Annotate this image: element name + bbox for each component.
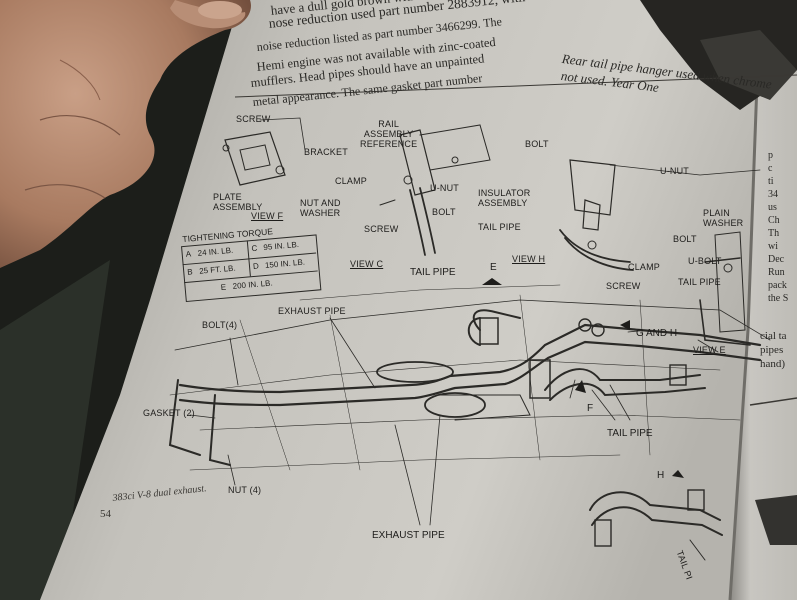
right-line-3: ti [768, 176, 774, 187]
label-e-bolt: BOLT [525, 139, 549, 149]
right-bottom-line-2: pipes [760, 344, 784, 356]
label-g-and-h: G AND H [636, 328, 678, 339]
torque-key-e: E [220, 282, 227, 292]
label-view-e: VIEW E [693, 345, 726, 355]
section-rule [234, 74, 797, 98]
diagram-arrows [482, 278, 684, 478]
label-nut-and-washer: NUT AND WASHER [300, 198, 341, 218]
label-u-nut-c: U-NUT [430, 183, 459, 193]
label-bracket: BRACKET [304, 147, 348, 157]
right-page [730, 0, 797, 600]
label-h: H [657, 470, 665, 481]
label-gasket-2: GASKET (2) [143, 408, 195, 418]
label-f: F [587, 403, 594, 414]
label-view-h: VIEW H [512, 254, 546, 264]
torque-key-d: D [252, 261, 260, 272]
right-line-9: Dec [768, 254, 785, 265]
torque-key-c: C [251, 243, 258, 254]
label-view-f: VIEW F [251, 211, 284, 221]
label-plain-washer: PLAIN WASHER [703, 208, 744, 228]
right-line-1: p [768, 150, 773, 161]
label-u-bolt: U-BOLT [688, 256, 722, 266]
right-line-11: pack [768, 280, 787, 291]
label-exhaust-pipe-top: EXHAUST PIPE [278, 306, 346, 316]
photo-inset-detail [700, 30, 797, 100]
torque-key-a: A [185, 249, 192, 259]
torque-table: TIGHTENING TORQUE A 24 IN. LB. C 95 IN. … [172, 222, 324, 304]
label-tail-pipe-low: TAIL PIPE [607, 428, 653, 439]
label-tail-pipe-c: TAIL PIPE [478, 222, 521, 232]
right-column-bottom-text: cial ta pipes hand) [760, 330, 797, 370]
right-line-8: wi [768, 241, 778, 252]
label-clamp-h: CLAMP [628, 262, 661, 272]
right-bottom-line-1: cial ta [760, 330, 787, 342]
label-tail-pipe-mid: TAIL PIPE [410, 267, 456, 278]
exhaust-diagram [168, 117, 771, 561]
page-gutter [728, 0, 762, 600]
label-rail-assembly: RAIL ASSEMBLY REFERENCE [360, 119, 418, 149]
page-number: 54 [100, 508, 111, 520]
label-view-c: VIEW C [350, 259, 384, 269]
label-screw-h: SCREW [606, 281, 641, 291]
label-tail-pipe-h: TAIL PIPE [678, 277, 721, 287]
right-line-5: us [768, 202, 777, 213]
label-e-arrow: E [490, 262, 497, 273]
right-line-10: Run [768, 267, 785, 278]
label-nut-4: NUT (4) [228, 485, 262, 495]
label-plate-assembly: PLATE ASSEMBLY [213, 192, 263, 212]
hand [0, 0, 251, 268]
torque-key-b: B [186, 267, 194, 277]
right-line-7: Th [768, 228, 780, 239]
label-bolt-h: BOLT [673, 234, 697, 244]
label-screw-a: SCREW [236, 114, 271, 124]
photo-inset-bottom [755, 495, 797, 545]
right-column-text: p c ti 34 us Ch Th wi Dec Run pack the S [768, 150, 797, 304]
label-u-nut-h: U-NUT [660, 166, 689, 176]
book-page [40, 0, 797, 600]
label-screw-c: SCREW [364, 224, 399, 234]
label-insulator-assembly: INSULATOR ASSEMBLY [478, 188, 531, 208]
right-line-2: c [768, 163, 773, 174]
photo-frame-edge [749, 397, 797, 406]
thumbnail [198, 1, 242, 19]
background-fabric [0, 260, 110, 600]
label-clamp-c: CLAMP [335, 176, 368, 186]
label-bolt-c: BOLT [432, 207, 456, 217]
right-line-12: the S [768, 293, 789, 304]
label-exhaust-pipe-bottom: EXHAUST PIPE [372, 530, 445, 541]
right-bottom-line-3: hand) [760, 358, 786, 370]
right-line-6: Ch [768, 215, 780, 226]
right-line-4: 34 [768, 189, 778, 200]
label-bolt-4: BOLT(4) [202, 320, 238, 330]
